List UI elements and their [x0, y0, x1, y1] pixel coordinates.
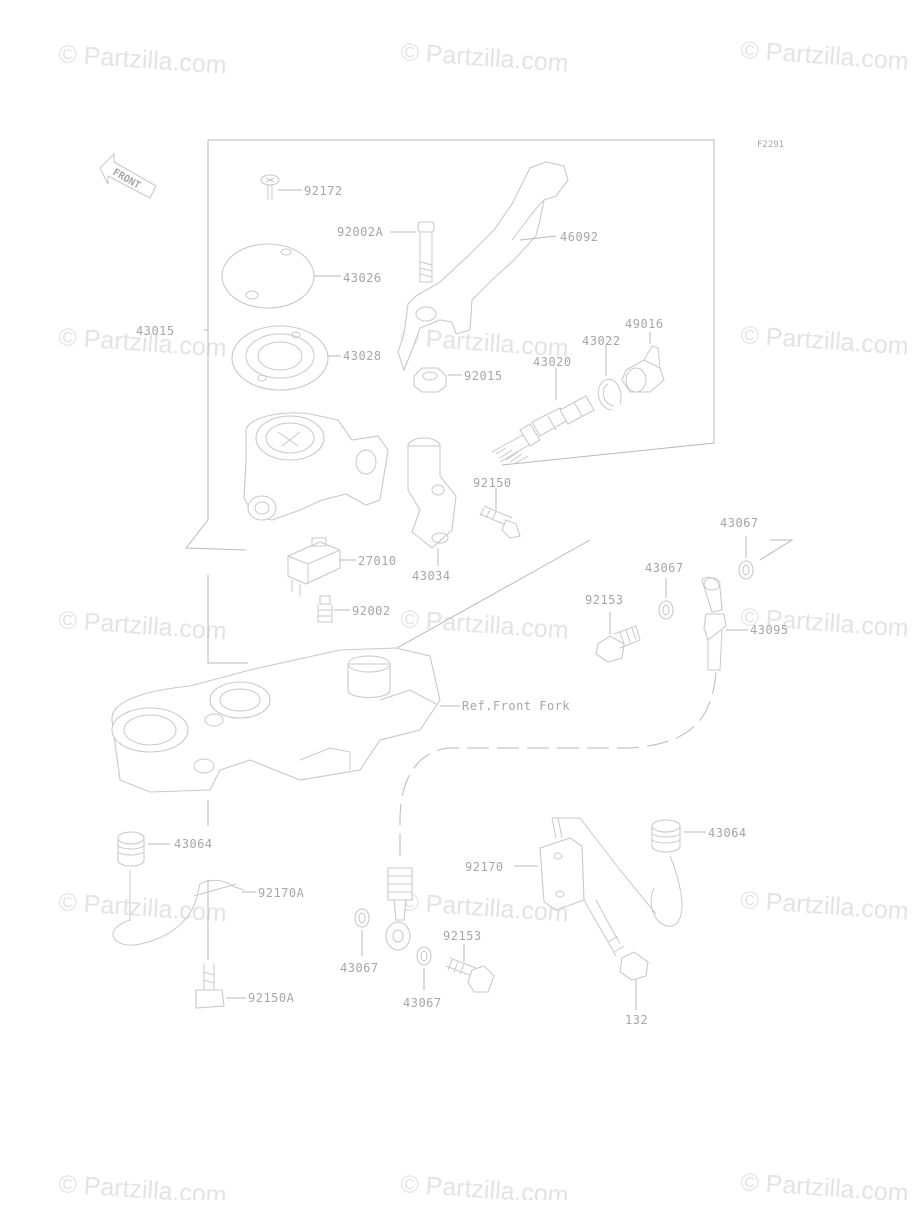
part-label-43020[interactable]: 43020: [533, 355, 572, 369]
part-label-43064[interactable]: 43064: [174, 837, 213, 851]
banjo-bolt-92153-upper: [595, 612, 641, 663]
washer-43067-upper-right: [738, 536, 794, 580]
watermark: © Partzilla.com: [400, 605, 570, 645]
bolt-92150: [479, 488, 521, 539]
watermark: © Partzilla.com: [740, 321, 910, 361]
front-fork-triple-clamp: [111, 647, 460, 793]
part-label-92170[interactable]: 92170: [465, 860, 504, 874]
grommet-43064-right: [650, 819, 706, 927]
piston-assembly-43020: [491, 368, 595, 465]
part-label-43067[interactable]: 43067: [340, 961, 379, 975]
grommet-43064-left: [117, 831, 170, 867]
bolt-92150A: [195, 964, 246, 1009]
part-label-92002A[interactable]: 92002A: [337, 225, 384, 239]
nut-92015: [413, 367, 462, 393]
screw-92172: [260, 174, 302, 200]
figure-code: F2291: [757, 140, 784, 150]
part-label-92150A[interactable]: 92150A: [248, 991, 295, 1005]
washer-43067-lower-left: [354, 908, 370, 956]
clamp-43034: [407, 437, 457, 566]
part-labels: 92172 92002A 46092 43026 43015 43028 920…: [136, 184, 789, 1027]
part-label-46092[interactable]: 46092: [560, 230, 599, 244]
part-label-43067[interactable]: 43067: [645, 561, 684, 575]
brake-lever-46092: [397, 161, 569, 372]
brake-switch-27010: [287, 537, 356, 596]
part-label-92172[interactable]: 92172: [304, 184, 343, 198]
part-label-27010[interactable]: 27010: [358, 554, 397, 568]
master-cylinder-body: [243, 412, 389, 521]
watermark: © Partzilla.com: [740, 1168, 910, 1200]
watermark: © Partzilla.com: [400, 38, 570, 78]
screw-92002: [317, 595, 350, 623]
hose-bracket-92170: [514, 817, 657, 915]
brake-hose-43095: [701, 576, 748, 671]
washer-43067-lower-right: [416, 946, 432, 990]
watermark: © Partzilla.com: [58, 1170, 228, 1200]
part-label-43022[interactable]: 43022: [582, 334, 621, 348]
part-label-43034[interactable]: 43034: [412, 569, 451, 583]
part-label-92150[interactable]: 92150: [473, 476, 512, 490]
diaphragm-43028: [231, 325, 341, 391]
part-label-43067[interactable]: 43067: [403, 996, 442, 1010]
reservoir-cap-43026: [221, 243, 341, 309]
part-label-92153[interactable]: 92153: [443, 929, 482, 943]
watermark: © Partzilla.com: [740, 36, 910, 76]
boot-49016: [621, 332, 665, 393]
part-label-43064[interactable]: 43064: [708, 826, 747, 840]
front-direction-arrow: FRONT: [99, 152, 157, 199]
part-label-92002[interactable]: 92002: [352, 604, 391, 618]
assembly-frame-43015: [184, 139, 715, 664]
part-label-43026[interactable]: 43026: [343, 271, 382, 285]
ref-front-fork-label[interactable]: Ref.Front Fork: [462, 699, 570, 713]
clip-92170A: [112, 870, 256, 946]
part-label-92153[interactable]: 92153: [585, 593, 624, 607]
part-label-43028[interactable]: 43028: [343, 349, 382, 363]
bolt-132: [583, 899, 649, 1010]
bolt-92002A: [390, 221, 435, 283]
part-label-43015[interactable]: 43015: [136, 324, 175, 338]
washer-43067-upper-left: [658, 578, 674, 620]
banjo-bolt-92153-lower: [445, 944, 495, 993]
watermark-layer: © Partzilla.com © Partzilla.com © Partzi…: [58, 36, 910, 1205]
brake-hose-route: [399, 671, 717, 860]
part-label-43095[interactable]: 43095: [750, 623, 789, 637]
part-label-43067[interactable]: 43067: [720, 516, 759, 530]
part-label-92015[interactable]: 92015: [464, 369, 503, 383]
circlip-43022: [597, 345, 622, 411]
watermark: © Partzilla.com: [740, 886, 910, 926]
watermark: © Partzilla.com: [400, 1170, 570, 1200]
hose-lower-banjo-fitting: [385, 867, 413, 951]
part-label-49016[interactable]: 49016: [625, 317, 664, 331]
watermark: © Partzilla.com: [58, 40, 228, 80]
watermark: © Partzilla.com: [58, 606, 228, 646]
part-label-92170A[interactable]: 92170A: [258, 886, 305, 900]
part-label-132[interactable]: 132: [625, 1013, 648, 1027]
